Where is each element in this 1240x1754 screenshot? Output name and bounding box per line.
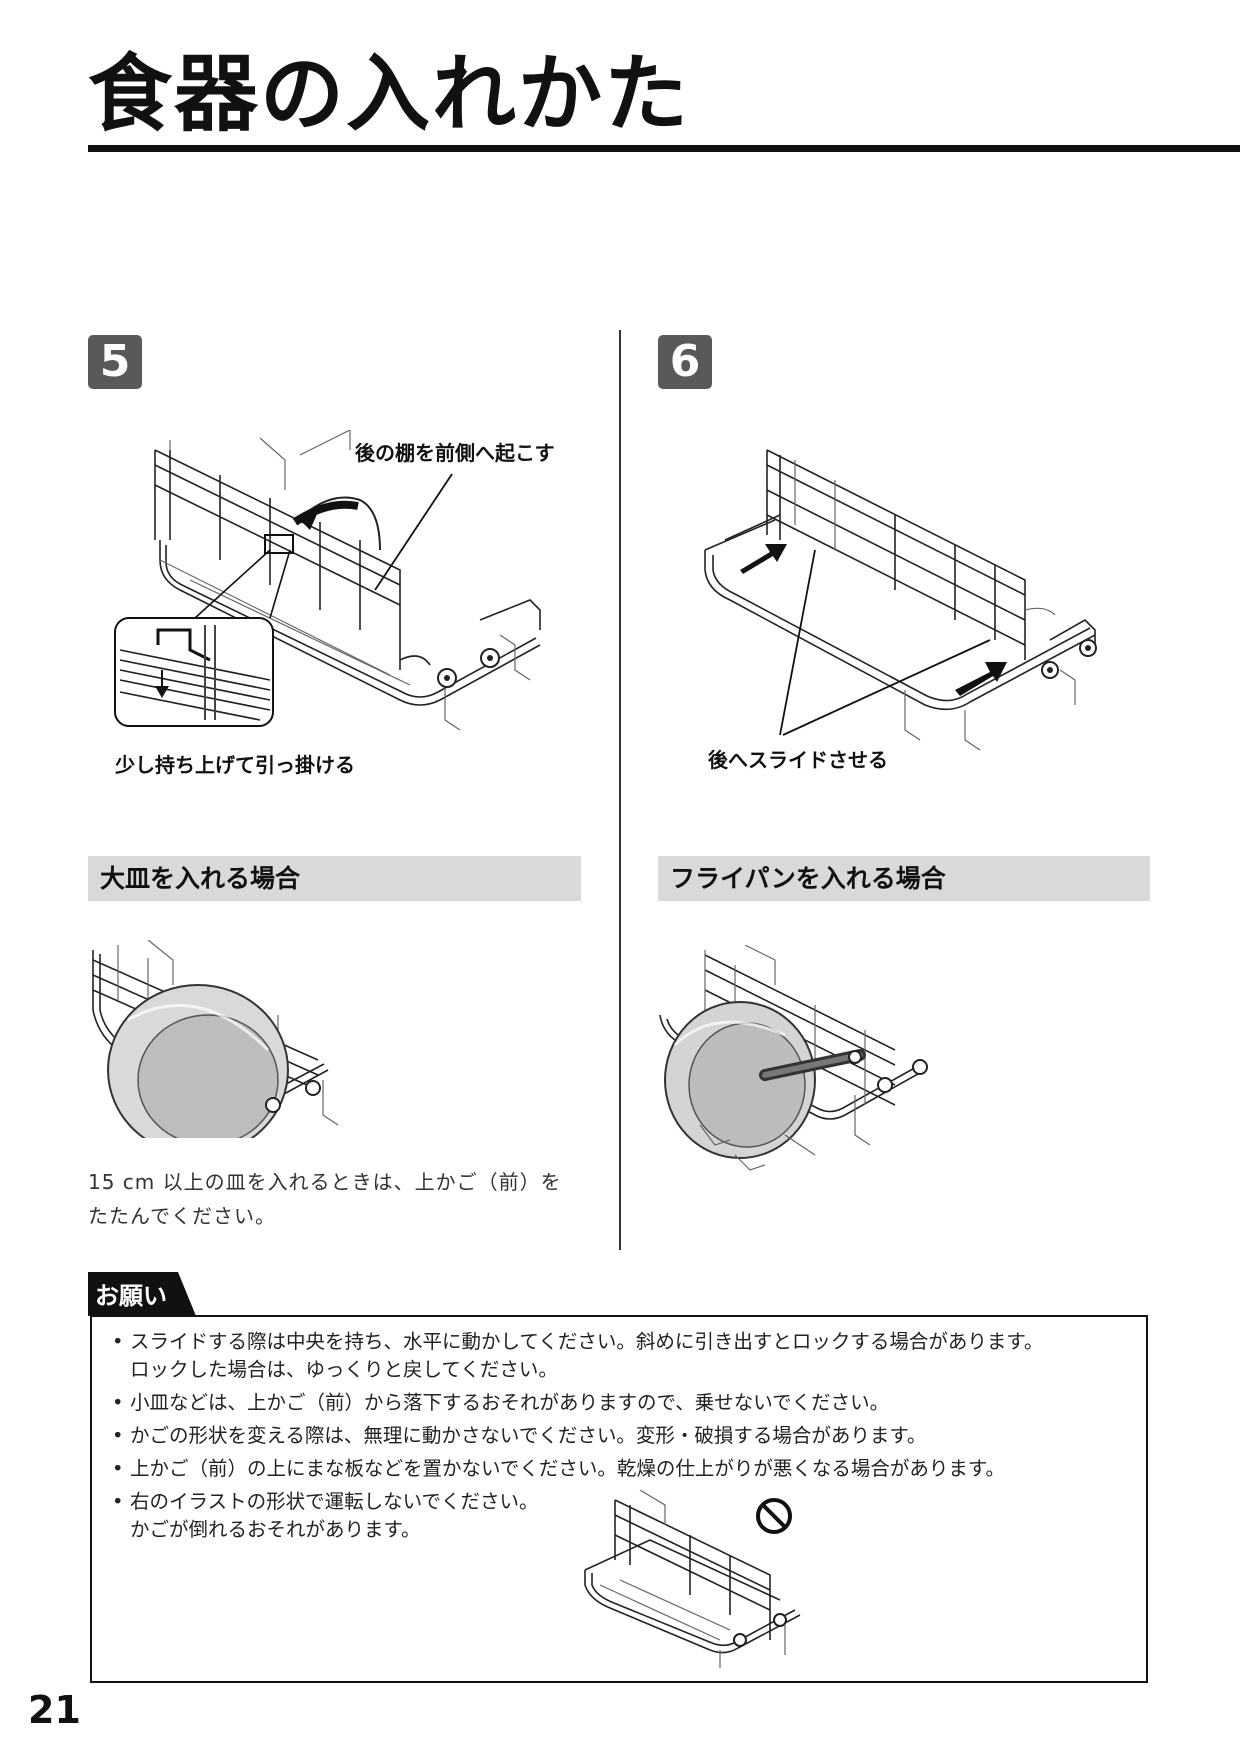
column-divider: [619, 330, 621, 1250]
step5-callout-bottom: 少し持ち上げて引っ掛ける: [115, 753, 355, 777]
warning-item: 右のイラストの形状で運転しないでください。 かごが倒れるおそれがあります。: [112, 1488, 1132, 1544]
large-plate-note: 15 cm 以上の皿を入れるときは、上かご（前）を たたんでください。: [88, 1165, 608, 1233]
frying-pan-illustration: [659, 945, 928, 1171]
arrow-icon: [740, 544, 787, 574]
large-plate-note-line-1: 15 cm 以上の皿を入れるときは、上かご（前）を: [88, 1170, 562, 1194]
warning-tab-label: お願い: [95, 1282, 167, 1310]
step6-rack-illustration: [704, 449, 1097, 751]
warning-item-line: ロックした場合は、ゆっくりと戻してください。: [130, 1358, 558, 1381]
page-number: 21: [28, 1688, 81, 1732]
warning-item: スライドする際は中央を持ち、水平に動かしてください。斜めに引き出すとロックする場…: [112, 1328, 1132, 1384]
step-badge-5: 5: [88, 335, 142, 389]
warning-item-line: かごが倒れるおそれがあります。: [130, 1518, 421, 1541]
warning-item-line: 上かご（前）の上にまな板などを置かないでください。乾燥の仕上がりが悪くなる場合が…: [130, 1457, 1005, 1480]
warning-item: かごの形状を変える際は、無理に動かさないでください。変形・破損する場合があります…: [112, 1422, 1132, 1450]
title-rule: [88, 145, 1240, 152]
warning-item: 上かご（前）の上にまな板などを置かないでください。乾燥の仕上がりが悪くなる場合が…: [112, 1455, 1132, 1483]
page-title: 食器の入れかた: [88, 45, 691, 143]
arrow-icon: [955, 662, 1007, 696]
warning-item-line: 小皿などは、上かご（前）から落下するおそれがありますので、乗せないでください。: [130, 1391, 890, 1414]
section-heading-frying-pan: フライパンを入れる場合: [658, 856, 1150, 901]
warning-box: [90, 1315, 1148, 1683]
section-heading-large-plate: 大皿を入れる場合: [88, 856, 581, 901]
step5-callout-top: 後の棚を前側へ起こす: [355, 441, 555, 465]
warning-list: スライドする際は中央を持ち、水平に動かしてください。斜めに引き出すとロックする場…: [112, 1328, 1132, 1549]
warning-item-line: かごの形状を変える際は、無理に動かさないでください。変形・破損する場合があります…: [130, 1424, 927, 1447]
step5-rack-illustration: [114, 430, 541, 731]
large-plate-illustration: [88, 940, 368, 1140]
warning-tab-shape: [88, 1272, 196, 1316]
step-badge-6: 6: [658, 335, 712, 389]
prohibited-rack-illustration: [584, 1490, 801, 1668]
step6-callout-bottom: 後へスライドさせる: [708, 748, 888, 772]
warning-item-line: スライドする際は中央を持ち、水平に動かしてください。斜めに引き出すとロックする場…: [130, 1330, 1044, 1353]
large-plate-note-line-2: たたんでください。: [88, 1204, 276, 1228]
warning-item-line: 右のイラストの形状で運転しないでください。: [130, 1490, 539, 1513]
prohibited-icon: [756, 1498, 792, 1534]
warning-item: 小皿などは、上かご（前）から落下するおそれがありますので、乗せないでください。: [112, 1389, 1132, 1417]
